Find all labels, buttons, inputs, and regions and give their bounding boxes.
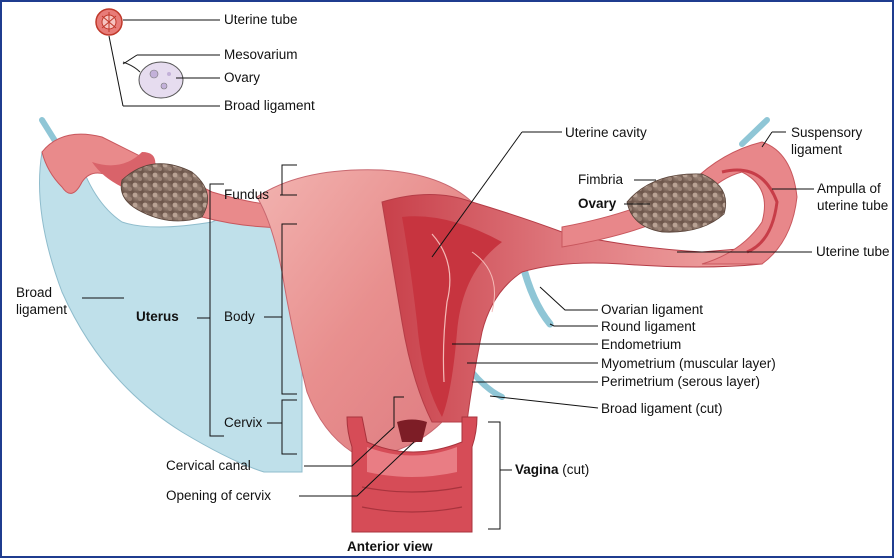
right-ovary-shape xyxy=(627,174,726,232)
label-cervix: Cervix xyxy=(224,416,262,430)
label-uterus: Uterus xyxy=(136,310,179,324)
label-broad-ligament-2: ligament xyxy=(16,303,67,317)
label-inset-uterine-tube: Uterine tube xyxy=(224,13,298,27)
label-fimbria: Fimbria xyxy=(578,173,623,187)
label-opening-of-cervix: Opening of cervix xyxy=(166,489,271,503)
label-suspensory-ligament-2: ligament xyxy=(791,143,842,157)
label-vagina-suffix: (cut) xyxy=(559,462,590,477)
label-round-ligament: Round ligament xyxy=(601,320,696,334)
label-inset-ovary: Ovary xyxy=(224,71,260,85)
label-broad-ligament-1: Broad xyxy=(16,286,52,300)
label-broad-ligament-cut: Broad ligament (cut) xyxy=(601,402,723,416)
label-myometrium: Myometrium (muscular layer) xyxy=(601,357,776,371)
inset-cross-section xyxy=(96,9,183,106)
label-ampulla-1: Ampulla of xyxy=(817,182,881,196)
label-perimetrium: Perimetrium (serous layer) xyxy=(601,375,760,389)
label-vagina-name: Vagina xyxy=(515,462,559,477)
label-ovarian-ligament: Ovarian ligament xyxy=(601,303,703,317)
label-ampulla-2: uterine tube xyxy=(817,199,888,213)
label-vagina: Vagina (cut) xyxy=(515,463,589,477)
label-ovary: Ovary xyxy=(578,197,616,211)
label-fundus: Fundus xyxy=(224,188,269,202)
label-uterine-cavity: Uterine cavity xyxy=(565,126,647,140)
caption: Anterior view xyxy=(347,539,433,554)
label-cervical-canal: Cervical canal xyxy=(166,459,251,473)
label-inset-broad-ligament: Broad ligament xyxy=(224,99,315,113)
label-endometrium: Endometrium xyxy=(601,338,681,352)
label-suspensory-ligament-1: Suspensory xyxy=(791,126,862,140)
label-body: Body xyxy=(224,310,255,324)
label-mesovarium: Mesovarium xyxy=(224,48,298,62)
left-ovary-shape xyxy=(121,164,207,221)
inset-ovary-shape xyxy=(139,62,183,98)
label-uterine-tube: Uterine tube xyxy=(816,245,890,259)
